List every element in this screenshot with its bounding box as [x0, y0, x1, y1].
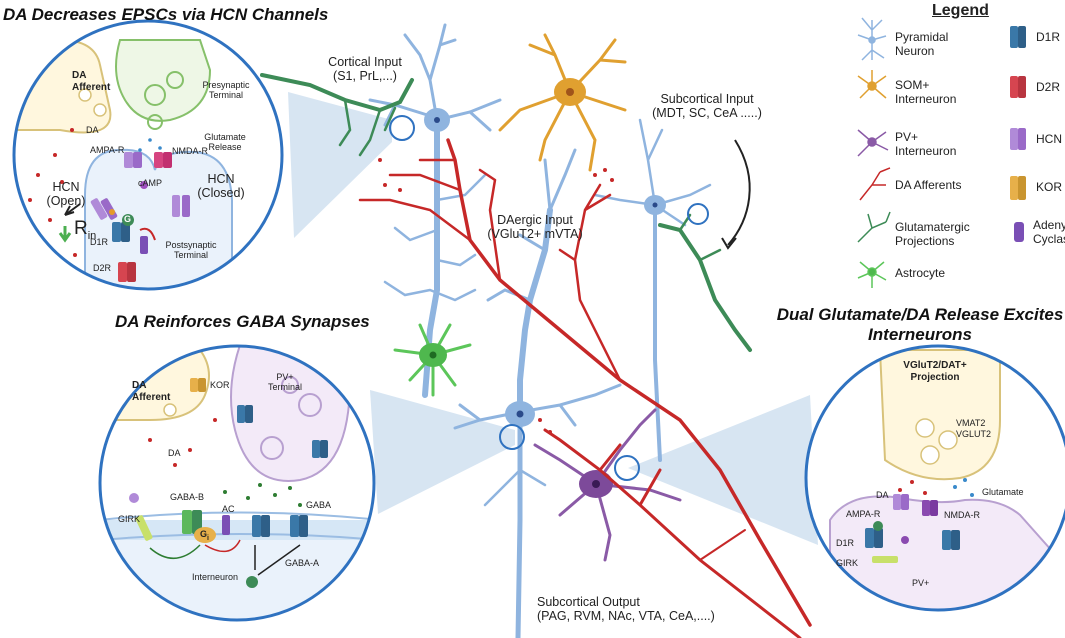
- hcn-closed-label: HCN (Closed): [197, 172, 245, 201]
- d1r-receptor-icon: [1010, 26, 1026, 48]
- legend-item-pyramidal: Pyramidal Neuron: [895, 30, 949, 59]
- ac-label: AC: [222, 504, 235, 514]
- cortical-glutamatergic-input: [260, 73, 414, 157]
- pv-interneuron: [533, 408, 682, 562]
- dual-panel: [804, 344, 1065, 612]
- kor-label: KOR: [210, 380, 230, 390]
- legend-item-da-afferents: DA Afferents: [895, 178, 962, 192]
- zoom-cone-dual: [628, 395, 818, 545]
- gaba-da-label: DA: [168, 448, 181, 458]
- gaba-panel-title: DA Reinforces GABA Synapses: [115, 312, 370, 331]
- kor-receptor-icon: [1010, 176, 1026, 200]
- hcn-g-protein-label: G: [124, 214, 132, 224]
- hcn-d2r-label: D2R: [93, 263, 112, 273]
- legend-item-som: SOM+ Interneuron: [895, 78, 957, 107]
- astrocyte: [393, 323, 472, 397]
- legend-item-hcn: HCN: [1036, 132, 1062, 146]
- legend-item-astrocyte: Astrocyte: [895, 266, 946, 280]
- legend-title: Legend: [932, 2, 989, 19]
- interneuron-label: Interneuron: [192, 572, 239, 582]
- da-afferent-fibers: [358, 138, 812, 638]
- gaba-da-afferent-label: DA Afferent: [132, 380, 171, 403]
- zoom-spot-dual: [614, 455, 640, 481]
- pyramidal-neuron-icon: [857, 17, 887, 61]
- zoom-spot-gaba: [499, 424, 525, 450]
- vglut2-dat-projection-label: VGluT2/DAT+ Projection: [903, 360, 967, 383]
- legend-item-glutamatergic: Glutamatergic Projections: [895, 220, 970, 249]
- som-interneuron: [498, 33, 627, 172]
- gaba-panel: [98, 344, 376, 622]
- dual-glutamate-label: Glutamate: [982, 487, 1024, 497]
- legend-item-kor: KOR: [1036, 180, 1063, 194]
- legend-icons: [857, 17, 1026, 288]
- zoom-cone-hcn: [288, 92, 392, 238]
- da-afferent-icon: [859, 167, 891, 201]
- gaba-b-label: GABA-B: [170, 492, 205, 502]
- legend-item-adenyl-cyclase: Adenyl Cyclase: [1033, 218, 1065, 247]
- som-interneuron-icon: [857, 70, 887, 99]
- dual-panel-title: Dual Glutamate/DA Release Excites Intern…: [776, 305, 1064, 344]
- legend-item-d2r: D2R: [1036, 80, 1061, 94]
- pv-terminal-label: PV+ Terminal: [267, 372, 302, 393]
- hcn-panel-title: DA Decreases EPSCs via HCN Channels: [3, 5, 329, 24]
- gaba-a-label: GABA-A: [285, 558, 320, 568]
- nmda-label: NMDA-R: [172, 146, 208, 156]
- hcn-channel-icon: [1010, 128, 1026, 150]
- vglut2-label: VGLUT2: [956, 429, 992, 439]
- girk-label: GIRK: [118, 514, 141, 524]
- dual-ampa-label: AMPA-R: [846, 509, 881, 519]
- dual-da-label: DA: [876, 490, 889, 500]
- subcortical-output-label: Subcortical Output(PAG, RVM, NAc, VTA, C…: [537, 595, 715, 624]
- zoom-spot-hcn: [389, 115, 415, 141]
- dual-pv-label: PV+: [912, 578, 930, 588]
- hcn-d1r-label: D1R: [90, 237, 109, 247]
- vmat2-label: VMAT2: [956, 418, 986, 428]
- pyramidal-neuron-center: [453, 148, 622, 638]
- dual-girk-label: GIRK: [836, 558, 859, 568]
- glutamate-release-label: Glutamate Release: [204, 132, 246, 153]
- pyramidal-neuron-right: [593, 118, 712, 462]
- postsynaptic-terminal-label: Postsynaptic Terminal: [165, 240, 217, 261]
- dual-nmda-label: NMDA-R: [944, 510, 980, 520]
- pv-interneuron-icon: [857, 129, 889, 157]
- glutamatergic-projection-icon: [857, 211, 891, 243]
- cortical-input-label: Cortical Input(S1, PrL,...): [328, 55, 402, 84]
- hcn-da-afferent-label: DA Afferent: [72, 70, 111, 93]
- gaba-label: GABA: [306, 500, 332, 510]
- legend-item-d1r: D1R: [1036, 30, 1061, 44]
- da-release-dots: [378, 158, 614, 434]
- daergic-input-label: DAergic Input(VGluT2+ mVTA): [487, 213, 583, 242]
- hcn-open-label: HCN (Open): [46, 180, 86, 209]
- d2r-receptor-icon: [1010, 76, 1026, 98]
- camp-label: cAMP: [138, 178, 163, 188]
- gaba-g-protein-label: Gi: [200, 529, 209, 542]
- astrocyte-icon: [857, 261, 887, 288]
- hcn-panel: [12, 19, 284, 291]
- dual-d1r-label: D1R: [836, 538, 855, 548]
- legend-item-pv: PV+ Interneuron: [895, 130, 957, 159]
- ampa-label: AMPA-R: [90, 145, 125, 155]
- rin-label: Rin: [74, 218, 97, 242]
- presynaptic-terminal-label: Presynaptic Terminal: [202, 80, 250, 101]
- subcortical-input-label: Subcortical Input(MDT, SC, CeA .....): [652, 92, 762, 121]
- adenyl-cyclase-icon: [1014, 222, 1024, 242]
- hcn-da-label: DA: [86, 125, 99, 135]
